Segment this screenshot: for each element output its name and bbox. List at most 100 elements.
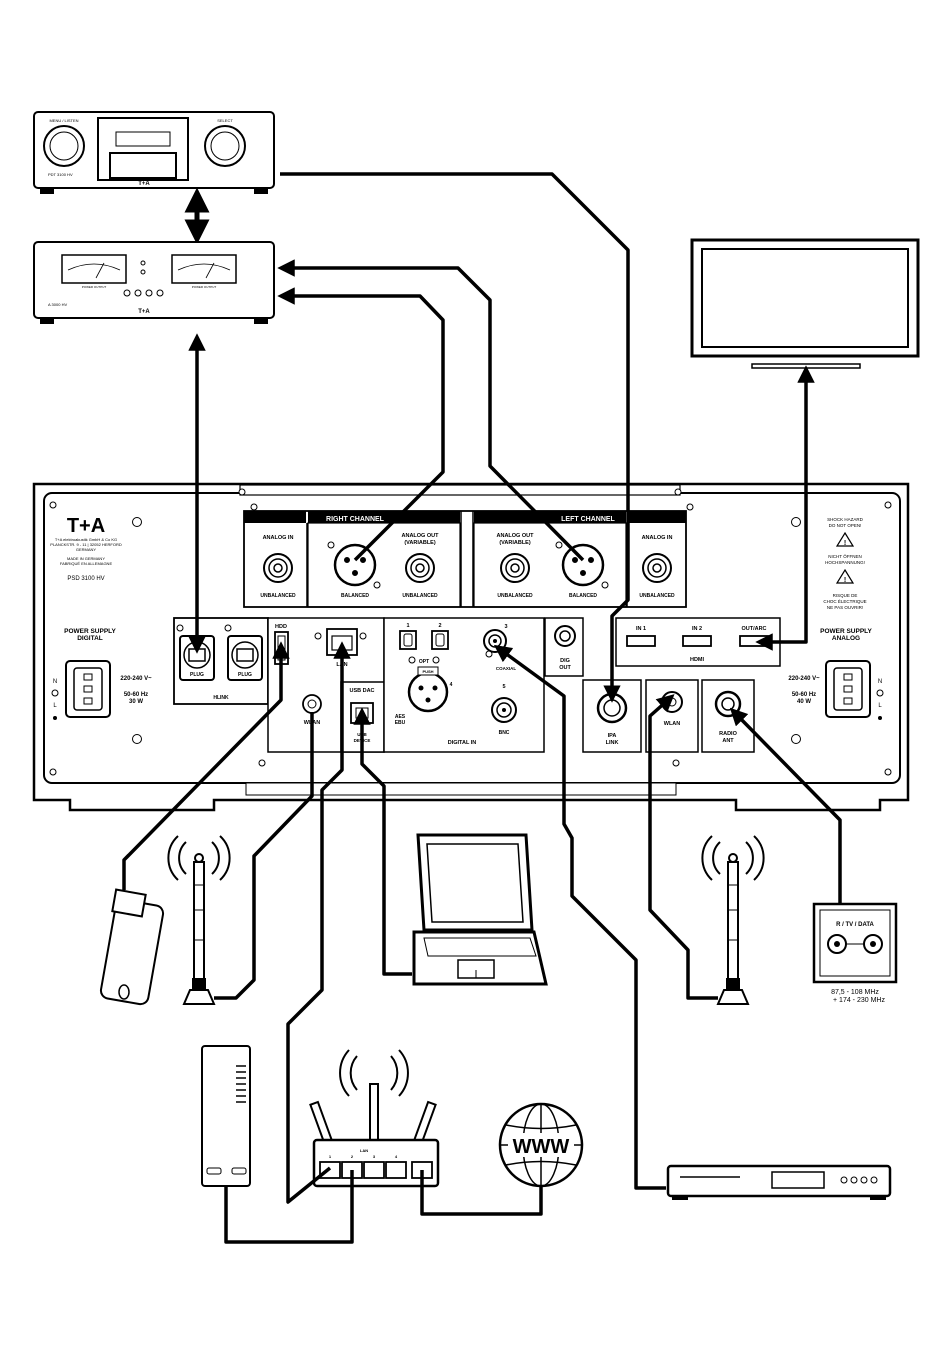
mains-right-hz: 50-60 Hz <box>792 692 816 698</box>
cable-lan <box>286 641 351 1204</box>
top-unit-label-left: MENU / LISTEN <box>49 118 78 123</box>
cable-radio <box>729 707 842 904</box>
cable-hdmi-arc <box>755 365 815 651</box>
hlink-module: PLUG PLUG HLINK <box>173 617 269 705</box>
cable-ipa-link <box>280 172 630 703</box>
panel-model: PSD 3100 HV <box>67 576 104 582</box>
digital-in-label: DIGITAL IN <box>448 740 477 746</box>
wlan-antenna-left <box>167 835 231 1005</box>
psu-digital-line2: DIGITAL <box>77 635 103 642</box>
top-unit-logo: T+A <box>138 181 150 187</box>
warning-line-4: HOCHSPANNUNG! <box>825 560 865 565</box>
warning-line-3: NICHT ÖFFNEN <box>828 553 861 559</box>
internet-globe: WWW <box>498 1102 584 1188</box>
top-unit-label-right: SELECT <box>217 118 233 123</box>
mains-right-w: 40 W <box>797 699 811 705</box>
mains-right-volt: 220-240 V~ <box>788 676 820 682</box>
num-3: 3 <box>504 624 507 630</box>
analog-in-left-label: ANALOG IN <box>642 535 673 541</box>
warning-line-7: NE PAS OUVRIR! <box>827 605 863 610</box>
cables <box>122 172 842 1244</box>
panel-company: T+A elektroakustik GmbH & Co KG <box>55 537 117 542</box>
cable-nas <box>224 1170 354 1244</box>
antenna-freq-2: + 174 - 230 MHz <box>833 997 885 1004</box>
panel-made-in: MADE IN GERMANY <box>67 556 105 561</box>
amp-model: A 3000 HV <box>48 302 67 307</box>
hdmi-label: HDMI <box>690 657 705 663</box>
cable-usb-dac <box>353 707 412 976</box>
right-channel-label: RIGHT CHANNEL <box>326 516 385 523</box>
num-5: 5 <box>502 684 505 690</box>
cable-wlan-left <box>214 712 314 1000</box>
cable-coaxial <box>493 644 666 1190</box>
hdd-label: HDD <box>275 624 287 630</box>
cable-wlan-right <box>648 694 718 1000</box>
analog-out-r-2: (VARIABLE) <box>404 540 436 546</box>
psu-digital-line1: POWER SUPPLY <box>64 628 116 635</box>
mains-left-w: 30 W <box>129 699 143 705</box>
plug-label-2: PLUG <box>238 672 252 678</box>
hdmi-module: IN 1 IN 2 OUT/ARC HDMI <box>615 617 781 667</box>
amp-logo: T+A <box>138 309 150 315</box>
panel-made-in-fr: FABRIQUÉ EN ALLEMAGNE <box>60 561 113 566</box>
panel-logo: T+A <box>67 515 105 537</box>
push-label: PUSH <box>422 669 433 674</box>
analog-out-r-1: ANALOG OUT <box>402 533 440 539</box>
bal-label-l: BALANCED <box>569 593 597 599</box>
bal-label-r: BALANCED <box>341 593 369 599</box>
amp-meter-label-left: POWER OUTPUT <box>82 285 107 289</box>
laptop <box>412 833 548 986</box>
analog-in-right-label: ANALOG IN <box>263 535 294 541</box>
usb-dac-label: USB DAC <box>349 688 374 694</box>
svg-text:!: ! <box>844 540 846 547</box>
opt-num-1: 1 <box>406 623 409 629</box>
radio-label-2: ANT <box>722 738 734 744</box>
dig-out-1: DIG <box>560 658 570 664</box>
cable-balanced-left <box>277 259 585 562</box>
top-source-unit: MENU / LISTEN SELECT PDT 3100 HV T+A <box>33 111 275 194</box>
ipa-label-2: LINK <box>606 740 619 746</box>
cable-balanced-right <box>277 287 445 562</box>
hdmi-in1-label: IN 1 <box>636 626 646 632</box>
aes-label-1: AES <box>395 714 406 720</box>
dig-out-2: OUT <box>559 665 571 671</box>
panel-address: PLANCKSTR. 9 - 11 | 32052 HERFORD <box>50 542 122 547</box>
power-amplifier: POWER OUTPUT POWER OUTPUT A 3000 HV T+A <box>33 241 275 324</box>
amp-meter-label-right: POWER OUTPUT <box>192 285 217 289</box>
unbal-label-4: UNBALANCED <box>639 593 675 599</box>
radio-module: RADIO ANT <box>701 679 755 753</box>
ipa-label-1: IPA <box>608 733 617 739</box>
hdmi-in2-label: IN 2 <box>692 626 702 632</box>
analog-module: RIGHT CHANNEL LEFT CHANNEL ANALOG IN ANA… <box>243 510 687 608</box>
svg-text:!: ! <box>844 577 846 584</box>
panel-country: GERMANY <box>76 547 97 552</box>
nas-tower <box>201 1045 251 1187</box>
mains-n-right: N <box>878 679 882 685</box>
router-lan-label: LAN <box>360 1148 368 1153</box>
mains-left-hz: 50-60 Hz <box>124 692 148 698</box>
warning-line-5: RISQUE DE <box>833 593 858 598</box>
warning-block: SHOCK HAZARD DO NOT OPEN! ! NICHT ÖFFNEN… <box>823 517 866 610</box>
globe-label: WWW <box>513 1136 570 1158</box>
warning-line-2: DO NOT OPEN! <box>829 523 862 528</box>
wlan-label-2: WLAN <box>664 721 681 727</box>
router-port-4: 4 <box>395 1154 398 1159</box>
left-channel-label: LEFT CHANNEL <box>561 516 615 523</box>
hdmi-arc-label: OUT/ARC <box>741 626 766 632</box>
hlink-label: HLINK <box>213 695 229 701</box>
router-port-2: 2 <box>351 1154 354 1159</box>
router: LAN 1 2 3 4 <box>309 1049 440 1188</box>
router-port-1: 1 <box>329 1154 332 1159</box>
mains-left-volt: 220-240 V~ <box>120 676 152 682</box>
usb-stick <box>99 888 165 1006</box>
radio-label-1: RADIO <box>719 731 737 737</box>
mains-socket-left: N L 220-240 V~ 50-60 Hz 30 W <box>51 660 152 720</box>
unbal-label-3: UNBALANCED <box>497 593 533 599</box>
top-unit-model: PDT 3100 HV <box>48 172 73 177</box>
wlan-module-2: WLAN <box>645 679 699 753</box>
bnc-label: BNC <box>499 730 510 736</box>
mains-l-left: L <box>53 703 57 709</box>
rear-panel: T+A T+A elektroakustik GmbH & Co KG PLAN… <box>32 482 910 812</box>
num-4: 4 <box>450 682 453 688</box>
